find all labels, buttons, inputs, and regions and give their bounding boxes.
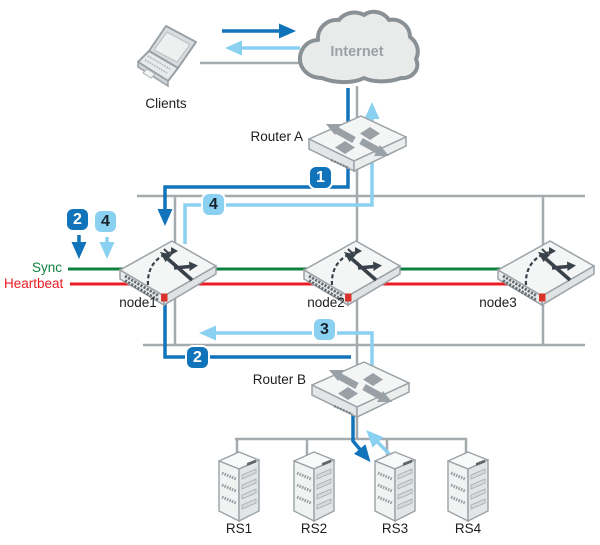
server-rs3-icon: [374, 451, 416, 523]
vendor-logo-badge: [345, 293, 352, 302]
flow-badge-step1: 1: [308, 165, 333, 190]
flow-step2-node1-to-routerb: [163, 290, 351, 359]
router-b-label: Router B: [252, 372, 306, 387]
clients-label: Clients: [145, 96, 187, 111]
flow-rs3-to-routerb-arrow: [366, 430, 395, 460]
vendor-logo-badge: [539, 293, 546, 302]
node3-label: node3: [479, 295, 517, 310]
node2-switch-icon: [303, 240, 401, 307]
rs4-label: RS4: [454, 521, 482, 536]
rs3-label: RS3: [381, 521, 409, 536]
flow-badge-step3: 3: [312, 317, 337, 342]
flow-routerb-to-rs3-arrow: [351, 412, 371, 463]
laptop-icon: [137, 25, 197, 88]
router-arrows-glyph: [326, 124, 389, 156]
flow-badge-step2-left: 2: [65, 207, 90, 232]
router-b-icon: [311, 361, 410, 419]
vendor-logo-badge: [161, 293, 168, 302]
server-rs2-icon: [293, 451, 335, 523]
rs1-label: RS1: [225, 521, 253, 536]
node2-label: node2: [307, 295, 345, 310]
flow-step3-routerb-to-node1: [199, 325, 374, 366]
flow-badge-step4-top: 4: [201, 192, 226, 217]
sync-label: Sync: [31, 260, 62, 275]
flow-badge-step4-left: 4: [93, 209, 118, 234]
rs2-label: RS2: [300, 521, 328, 536]
internet-label: Internet: [330, 44, 384, 60]
router-arrows-glyph: [329, 370, 392, 402]
wire-server-bus: [235, 437, 468, 457]
server-rs4-icon: [447, 451, 489, 523]
node1-switch-icon: [119, 240, 217, 307]
router-a-icon: [308, 115, 407, 173]
node1-label: node1: [119, 295, 157, 310]
node3-switch-icon: [497, 240, 595, 307]
switch-routing-glyph: [330, 247, 382, 286]
server-rs1-icon: [218, 451, 260, 523]
switch-routing-glyph: [146, 247, 198, 286]
flow-badge-step2-bottom: 2: [185, 345, 210, 370]
router-a-label: Router A: [250, 129, 303, 144]
switch-routing-glyph: [524, 247, 576, 286]
heartbeat-label: Heartbeat: [4, 276, 64, 291]
internet-cloud-icon: [297, 9, 420, 85]
